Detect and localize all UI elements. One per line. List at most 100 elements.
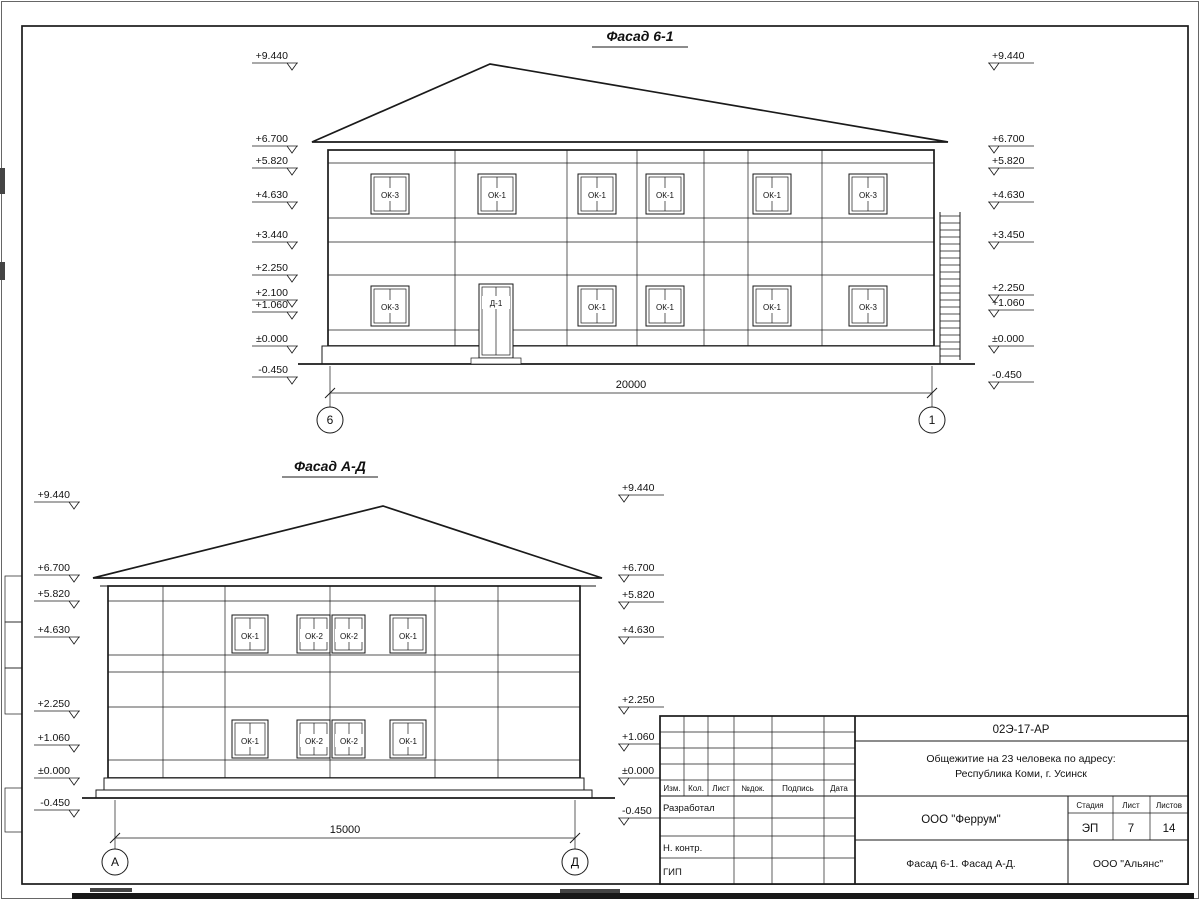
elev-mark-label: +3.450: [992, 229, 1025, 241]
window: ОК-3: [370, 285, 410, 327]
project-name-line1: Общежитие на 23 человека по адресу:: [926, 753, 1115, 765]
window: ОК-2: [296, 614, 331, 654]
axis-label: Д: [571, 855, 579, 869]
role-developed: Разработал: [663, 803, 715, 814]
elev-mark-label: +4.630: [992, 189, 1025, 201]
elev-mark-label: +2.100: [256, 287, 289, 299]
elev-mark-label: +2.250: [622, 694, 655, 706]
elev-mark-label: +6.700: [256, 133, 289, 145]
elev-mark-label: +5.820: [622, 589, 655, 601]
f1-walls: [298, 149, 975, 365]
facade2-title: Фасад А-Д: [294, 458, 366, 474]
stage-label: Стадия: [1076, 801, 1103, 810]
title-block: Изм. Кол. Лист №док. Подпись Дата Разраб…: [659, 715, 1189, 885]
elev-mark-label: +5.820: [256, 155, 289, 167]
sheet-label: Лист: [1122, 801, 1140, 810]
project-name-line2: Республика Коми, г. Усинск: [955, 768, 1087, 780]
window-label: ОК-1: [399, 737, 418, 746]
window: ОК-1: [477, 173, 517, 215]
f2-lower-windows: ОК-1 ОК-2 ОК-2 ОК-1: [231, 719, 427, 759]
window-label: ОК-1: [399, 632, 418, 641]
window-label: ОК-2: [305, 737, 324, 746]
elev-mark-label: +9.440: [38, 489, 71, 501]
window-label: ОК-1: [656, 303, 675, 312]
f1-dimension: 20000 6 1: [316, 366, 946, 434]
elev-mark-label: -0.450: [40, 797, 70, 809]
window-label: ОК-3: [859, 303, 878, 312]
window-label: ОК-1: [763, 303, 782, 312]
elev-mark-label: +4.630: [256, 189, 289, 201]
f2-upper-windows: ОК-1 ОК-2 ОК-2 ОК-1: [231, 614, 427, 654]
elev-mark-label: +5.820: [992, 155, 1025, 167]
elev-mark-label: +2.250: [38, 698, 71, 710]
axis-label: 6: [327, 413, 334, 427]
elev-mark-label: +1.060: [622, 731, 655, 743]
sheets-value: 14: [1163, 823, 1176, 835]
window-label: ОК-2: [305, 632, 324, 641]
f1-left-elevation-marks: +9.440 +6.700 +5.820 +4.630 +3.440 +2.25…: [251, 50, 299, 385]
elev-mark-label: +3.440: [256, 229, 289, 241]
elev-mark-label: -0.450: [622, 805, 652, 817]
entrance-door: Д-1: [470, 283, 522, 365]
title-block-signature-grid: Изм. Кол. Лист №док. Подпись Дата Разраб…: [660, 716, 855, 884]
facade-6-1: Фасад 6-1 ОК-3: [251, 28, 1035, 434]
window-label: ОК-2: [340, 737, 359, 746]
window: ОК-1: [645, 285, 685, 327]
window-label: ОК-1: [588, 191, 607, 200]
title-block-info: 02Э-17-АР Общежитие на 23 человека по ад…: [855, 724, 1188, 884]
elev-mark-label: +9.440: [256, 50, 289, 62]
window: ОК-1: [752, 285, 792, 327]
elev-mark-label: +2.250: [992, 282, 1025, 294]
window: ОК-2: [331, 719, 366, 759]
facade1-title: Фасад 6-1: [606, 28, 673, 44]
elev-mark-label: ±0.000: [622, 765, 654, 777]
facade-a-d: Фасад А-Д ОК-1: [33, 458, 665, 876]
window-label: ОК-3: [381, 303, 400, 312]
sheet-title: Фасад 6-1. Фасад А-Д.: [906, 858, 1015, 870]
elev-mark-label: +1.060: [992, 297, 1025, 309]
sheets-label: Листов: [1156, 801, 1182, 810]
elev-mark-label: +6.700: [38, 562, 71, 574]
window: ОК-2: [296, 719, 331, 759]
window-label: ОК-1: [488, 191, 507, 200]
window-label: ОК-1: [241, 632, 260, 641]
window: ОК-1: [645, 173, 685, 215]
col-list: Лист: [712, 784, 730, 793]
elev-mark-label: ±0.000: [38, 765, 70, 777]
elev-mark-label: +1.060: [256, 299, 289, 311]
window: ОК-1: [389, 719, 427, 759]
elev-mark-label: +4.630: [622, 624, 655, 636]
elev-mark-label: +4.630: [38, 624, 71, 636]
f1-lower-windows: ОК-3 Д-1 ОК-1 ОК-1 ОК-1 ОК-3: [370, 283, 888, 365]
role-ncontrol: Н. контр.: [663, 843, 702, 854]
sheet-value: 7: [1128, 823, 1134, 835]
axis-label: А: [111, 855, 119, 869]
f2-dimension: 15000 А Д: [101, 800, 589, 876]
f1-upper-windows: ОК-3 ОК-1 ОК-1 ОК-1 ОК-1 ОК-3: [370, 173, 888, 215]
f2-right-elevation-marks: +9.440 +6.700 +5.820 +4.630 +2.250 +1.06…: [617, 482, 665, 826]
dimension-label: 20000: [616, 379, 647, 391]
window: ОК-1: [577, 285, 617, 327]
col-kol: Кол.: [688, 784, 704, 793]
elev-mark-label: +9.440: [992, 50, 1025, 62]
doc-number: 02Э-17-АР: [993, 724, 1050, 736]
f2-roof: [92, 505, 603, 587]
window: ОК-1: [389, 614, 427, 654]
door-label: Д-1: [490, 299, 503, 308]
window-label: ОК-1: [656, 191, 675, 200]
window: ОК-3: [370, 173, 410, 215]
f1-right-elevation-marks: +9.440 +6.700 +5.820 +4.630 +3.450 +2.25…: [987, 50, 1035, 390]
org-ferrum: ООО "Феррум": [921, 814, 1001, 826]
elev-mark-label: +5.820: [38, 588, 71, 600]
fire-ladder: [939, 212, 961, 360]
elev-mark-label: +2.250: [256, 262, 289, 274]
f2-left-elevation-marks: +9.440 +6.700 +5.820 +4.630 +2.250 +1.06…: [33, 489, 81, 818]
window: ОК-2: [331, 614, 366, 654]
col-izm: Изм.: [663, 784, 680, 793]
window: ОК-1: [752, 173, 792, 215]
col-data: Дата: [830, 784, 848, 793]
elev-mark-label: -0.450: [992, 369, 1022, 381]
dimension-label: 15000: [330, 824, 361, 836]
